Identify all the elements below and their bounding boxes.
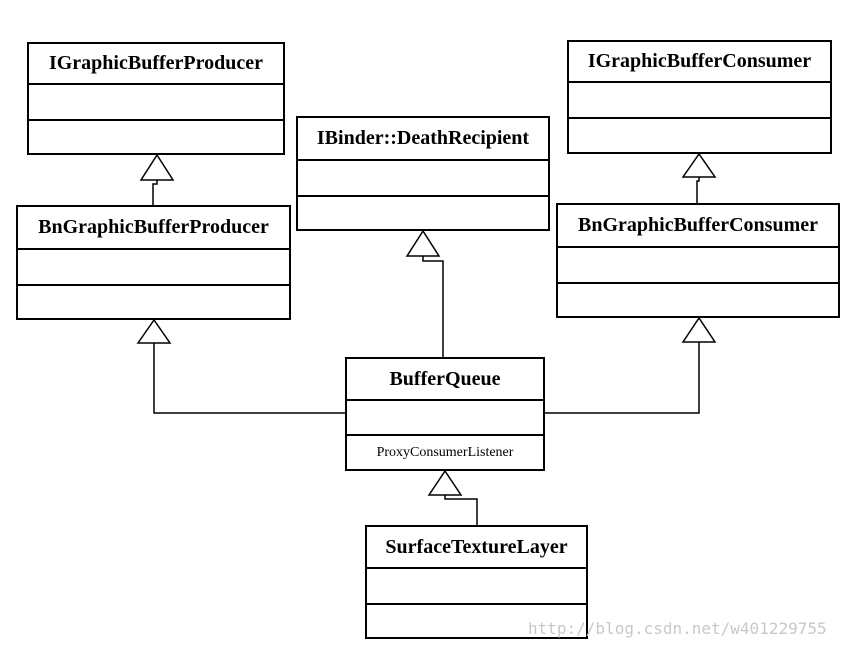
class-name: SurfaceTextureLayer xyxy=(367,527,586,569)
edge-surfacetexturelayer-to-bufferqueue xyxy=(444,495,478,525)
class-bngraphicbufferproducer: BnGraphicBufferProducer xyxy=(16,205,291,320)
inner-class-proxyconsumerlistener: ProxyConsumerListener xyxy=(376,444,514,460)
edge-bufferqueue-to-bnconsumer xyxy=(544,342,700,414)
arrowhead-iconsumer xyxy=(681,152,717,178)
class-name: IGraphicBufferProducer xyxy=(29,44,283,85)
attributes-section xyxy=(558,248,838,284)
attributes-section xyxy=(347,401,543,436)
edge-bufferqueue-to-bnproducer xyxy=(153,343,345,414)
watermark: http://blog.csdn.net/w401229755 xyxy=(528,619,827,638)
arrowhead-bufferqueue xyxy=(427,469,463,496)
class-name: IGraphicBufferConsumer xyxy=(569,42,830,83)
attributes-section xyxy=(29,85,283,121)
class-bufferqueue: BufferQueue ProxyConsumerListener xyxy=(345,357,545,471)
class-name: BnGraphicBufferConsumer xyxy=(558,205,838,248)
attributes-section xyxy=(298,161,548,197)
class-bngraphicbufferconsumer: BnGraphicBufferConsumer xyxy=(556,203,840,318)
arrowhead-bnconsumer xyxy=(681,316,717,343)
attributes-section xyxy=(18,250,289,286)
class-name: IBinder::DeathRecipient xyxy=(298,118,548,161)
class-ibinder-deathrecipient: IBinder::DeathRecipient xyxy=(296,116,550,231)
arrowhead-bnproducer xyxy=(136,318,172,344)
arrowhead-deathrecipient xyxy=(405,229,441,257)
attributes-section xyxy=(367,569,586,605)
class-name: BnGraphicBufferProducer xyxy=(18,207,289,250)
class-name: BufferQueue xyxy=(347,359,543,401)
edge-bufferqueue-to-deathrecipient xyxy=(422,256,444,357)
edge-bnconsumer-to-iconsumer xyxy=(696,177,700,203)
edge-bnproducer-to-iproducer xyxy=(152,180,158,205)
class-surfacetexturelayer: SurfaceTextureLayer xyxy=(365,525,588,639)
class-igraphicbufferproducer: IGraphicBufferProducer xyxy=(27,42,285,155)
class-igraphicbufferconsumer: IGraphicBufferConsumer xyxy=(567,40,832,154)
attributes-section xyxy=(569,83,830,119)
arrowhead-iproducer xyxy=(139,153,175,181)
